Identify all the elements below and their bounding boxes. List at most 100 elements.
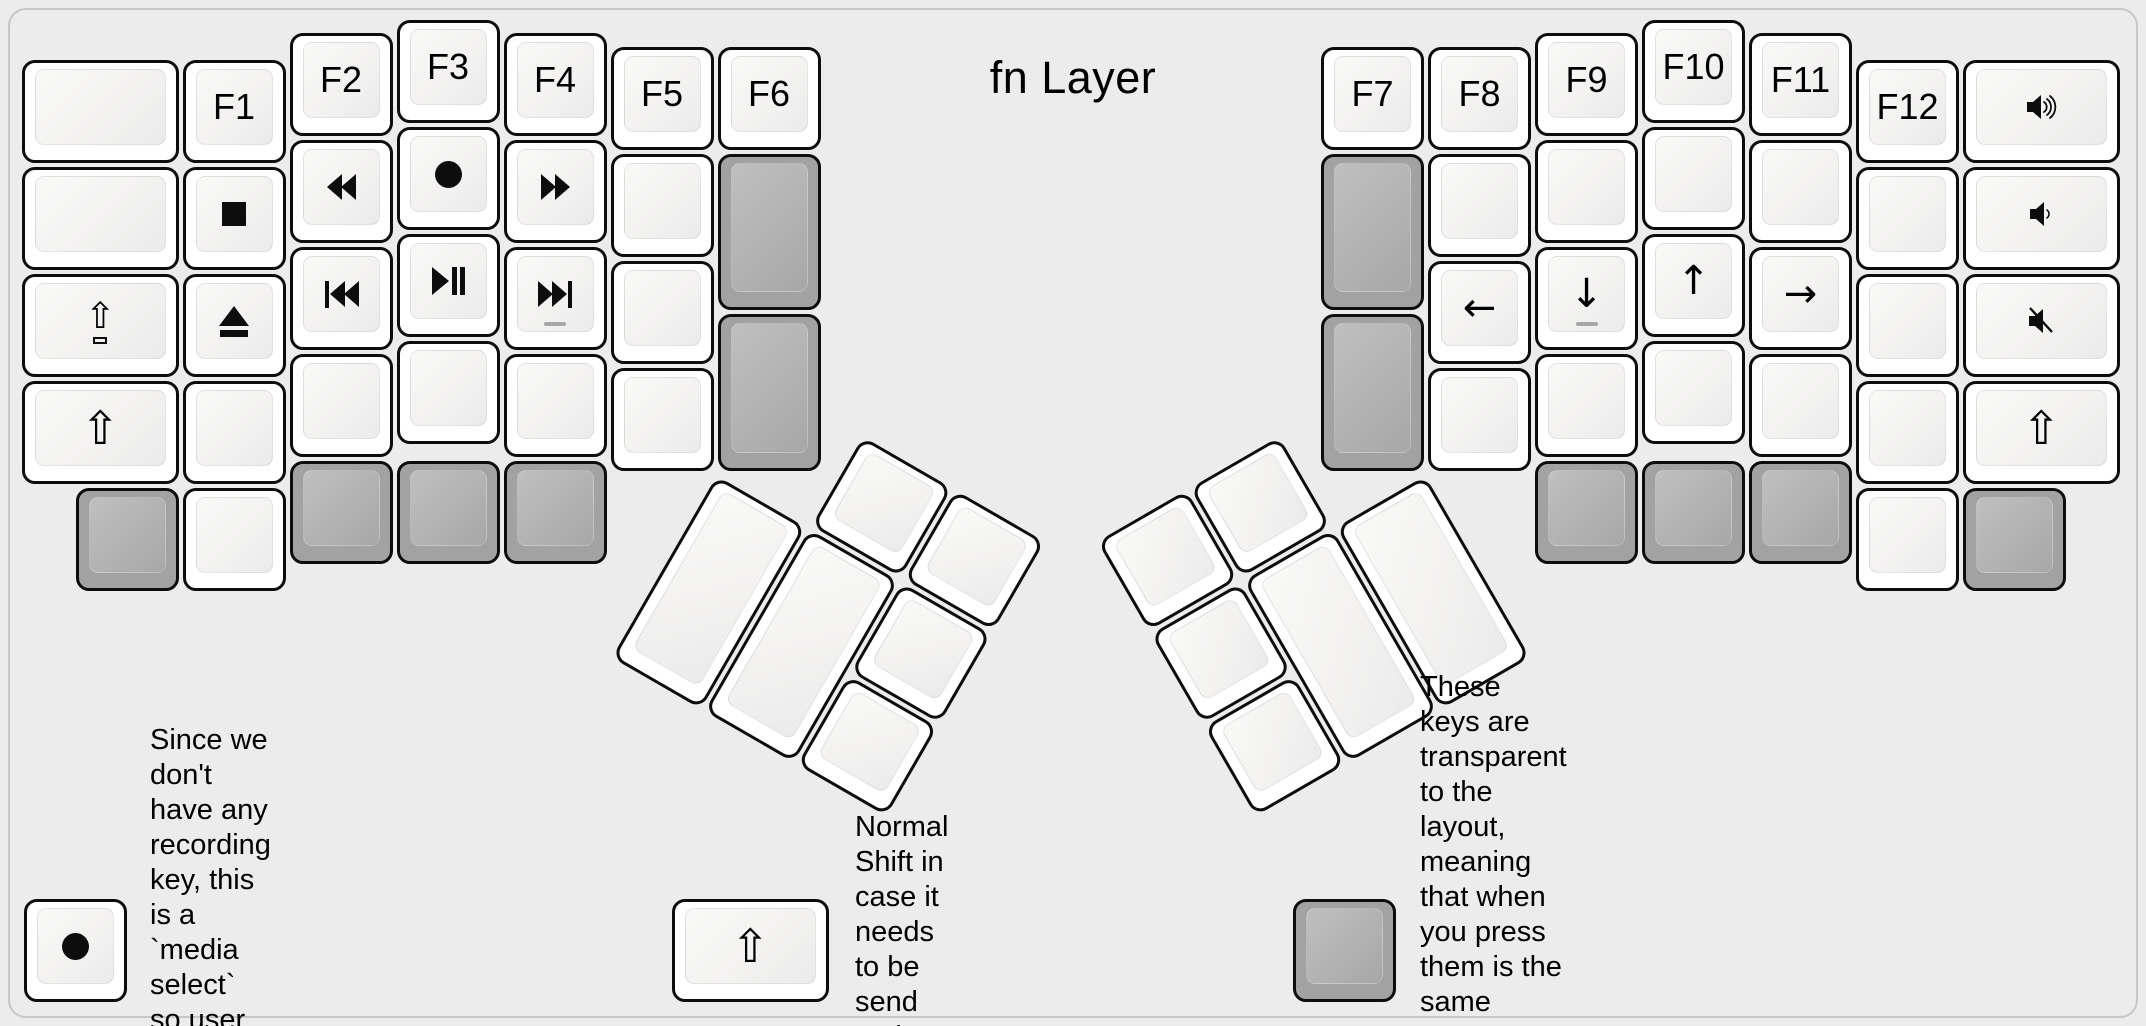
key-blank[interactable]: [1749, 354, 1852, 458]
key-f12[interactable]: F12: [1856, 60, 1959, 164]
keycap-surface: F3: [409, 29, 487, 105]
key-blank[interactable]: [1856, 274, 1959, 378]
key-transparent[interactable]: [289, 461, 393, 565]
key-blank[interactable]: [610, 260, 714, 364]
key-f3[interactable]: F3: [396, 20, 500, 123]
keycap-surface: [1166, 596, 1272, 702]
key-prev-track[interactable]: [289, 247, 393, 351]
key-transparent[interactable]: [75, 488, 179, 592]
key-f8[interactable]: F8: [1428, 46, 1531, 150]
key-transparent[interactable]: [1749, 461, 1852, 565]
keycap-surface: [302, 149, 380, 226]
key-arrow-up[interactable]: ↑: [1642, 234, 1745, 337]
key-f10[interactable]: F10: [1642, 20, 1745, 123]
key-eject[interactable]: [182, 274, 286, 378]
key-blank[interactable]: [503, 354, 607, 458]
homing-bar: [544, 322, 566, 327]
key-blank[interactable]: [1428, 153, 1531, 257]
key-caps-lock[interactable]: ⇧: [22, 274, 179, 378]
key-transparent[interactable]: [717, 153, 821, 311]
key-arrow-down[interactable]: ↓: [1535, 247, 1638, 351]
key-f1[interactable]: F1: [182, 60, 286, 164]
keycap-surface: ↓: [1548, 256, 1625, 333]
key-label: F6: [747, 72, 790, 114]
key-shift[interactable]: ⇧: [672, 899, 829, 1002]
key-transparent[interactable]: [1321, 314, 1424, 471]
key-blank[interactable]: [1535, 354, 1638, 458]
key-volume-up[interactable]: [1963, 60, 2120, 164]
key-volume-mute[interactable]: [1963, 274, 2120, 378]
legend-text-media-select: Since we don't have any recording key, t…: [150, 723, 271, 1026]
key-fast-forward[interactable]: [503, 140, 607, 244]
key-arrow-left[interactable]: ←: [1428, 260, 1531, 364]
key-label: F5: [640, 72, 683, 114]
key-blank[interactable]: [1428, 367, 1531, 471]
keycap-surface: [623, 376, 701, 453]
key-transparent[interactable]: [1963, 488, 2066, 592]
shift-icon: ⇧: [730, 919, 770, 973]
keycap-surface: [1548, 470, 1625, 547]
key-transparent[interactable]: [396, 461, 500, 565]
key-play-pause[interactable]: [396, 234, 500, 337]
key-blank[interactable]: [289, 354, 393, 458]
key-blank[interactable]: [1856, 381, 1959, 485]
keycap-surface: F8: [1441, 55, 1518, 132]
key-blank[interactable]: [22, 60, 179, 164]
key-f6[interactable]: F6: [717, 46, 821, 150]
key-arrow-right[interactable]: →: [1749, 247, 1852, 351]
keycap-surface: [88, 497, 166, 574]
keycap-surface: [1219, 689, 1325, 794]
key-blank[interactable]: [610, 367, 714, 471]
keycap-surface: F9: [1548, 42, 1625, 119]
keycap-surface: F2: [302, 42, 380, 119]
keycap-surface: F5: [623, 55, 701, 132]
keycap-surface: [195, 283, 273, 360]
key-record[interactable]: [24, 899, 127, 1002]
key-blank[interactable]: [1642, 341, 1745, 444]
key-volume-down[interactable]: [1963, 167, 2120, 271]
key-label: F2: [319, 59, 362, 101]
key-rewind[interactable]: [289, 140, 393, 244]
key-blank[interactable]: [610, 153, 714, 257]
volume-mute-icon: [2022, 302, 2060, 340]
key-f11[interactable]: F11: [1749, 33, 1852, 137]
key-blank[interactable]: [182, 381, 286, 485]
keycap-surface: [1655, 350, 1732, 426]
key-transparent[interactable]: [1642, 461, 1745, 565]
key-transparent[interactable]: [503, 461, 607, 565]
key-f2[interactable]: F2: [289, 33, 393, 137]
key-next-track[interactable]: [503, 247, 607, 351]
key-f5[interactable]: F5: [610, 46, 714, 150]
keycap-surface: [37, 908, 114, 984]
keycap-surface: [35, 176, 166, 253]
key-f9[interactable]: F9: [1535, 33, 1638, 137]
key-transparent[interactable]: [1293, 899, 1396, 1002]
key-shift[interactable]: ⇧: [22, 381, 179, 485]
keycap-surface: F10: [1655, 29, 1732, 105]
key-f7[interactable]: F7: [1321, 46, 1424, 150]
key-blank[interactable]: [1856, 167, 1959, 271]
key-blank[interactable]: [1642, 127, 1745, 230]
key-transparent[interactable]: [717, 314, 821, 471]
keycap-surface: [1306, 908, 1383, 984]
key-blank[interactable]: [22, 167, 179, 271]
key-transparent[interactable]: [1535, 461, 1638, 565]
keycap-surface: [1976, 283, 2107, 360]
key-f4[interactable]: F4: [503, 33, 607, 137]
key-transparent[interactable]: [1321, 153, 1424, 311]
next-track-icon: [537, 280, 573, 308]
key-blank[interactable]: [396, 341, 500, 444]
key-blank[interactable]: [182, 488, 286, 592]
key-stop[interactable]: [182, 167, 286, 271]
key-blank[interactable]: [1749, 140, 1852, 244]
keycap-surface: [1548, 149, 1625, 226]
key-record[interactable]: [396, 127, 500, 230]
keycap-surface: F4: [516, 42, 594, 119]
keycap-surface: [195, 176, 273, 253]
key-blank[interactable]: [1535, 140, 1638, 244]
record-icon: [62, 932, 89, 960]
key-blank[interactable]: [1856, 488, 1959, 592]
key-shift[interactable]: ⇧: [1963, 381, 2120, 485]
keycap-surface: [1762, 363, 1839, 440]
